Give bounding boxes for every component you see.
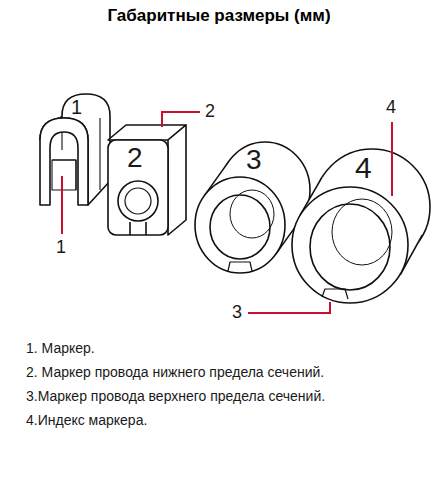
legend-item: 4.Индекс маркера.: [26, 412, 147, 429]
diagram-title: Габаритные размеры (мм): [0, 6, 438, 26]
marker-4-figure: [292, 149, 430, 303]
callout-number: 4: [386, 97, 396, 119]
leader-line: [61, 176, 63, 234]
leader-line: [391, 122, 393, 196]
legend-item: 3.Маркер провода верхнего предела сечени…: [26, 388, 325, 405]
marker-1-figure: [40, 94, 110, 205]
leader-lines: [62, 112, 392, 313]
leader-line: [162, 112, 200, 127]
callout-number: 3: [232, 302, 242, 324]
leader-line: [248, 302, 330, 313]
legend-item: 2. Маркер провода нижнего предела сечени…: [26, 364, 324, 381]
marker-index: 2: [127, 141, 143, 175]
callout-number: 2: [205, 101, 215, 123]
marker-index: 3: [246, 143, 262, 177]
callout-number: 1: [56, 237, 66, 259]
marker-index: 4: [355, 150, 372, 186]
marker-2-figure: [108, 125, 186, 235]
legend-item: 1. Маркер.: [26, 340, 95, 357]
marker-index: 1: [71, 95, 82, 119]
